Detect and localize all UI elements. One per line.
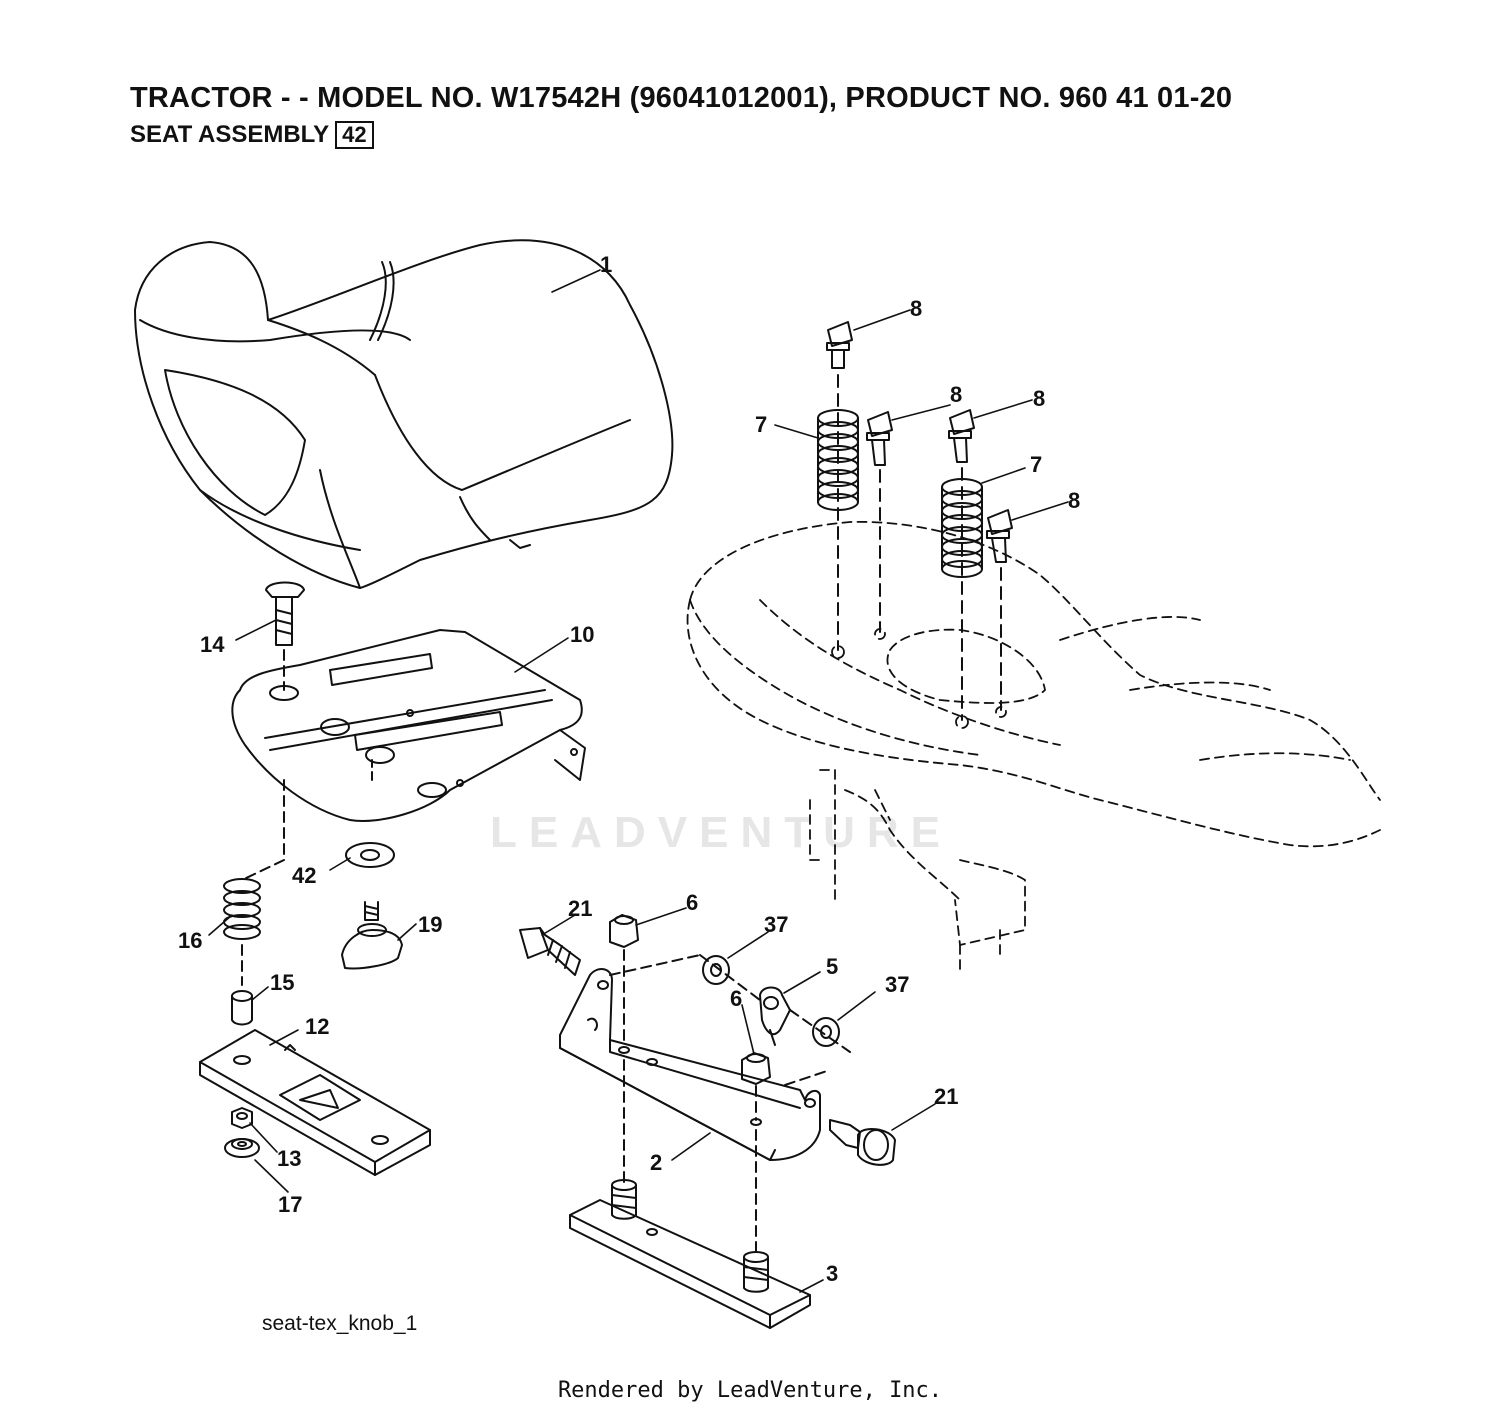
watermark: LEADVENTURE	[490, 808, 953, 857]
spring-16-part[interactable]	[223, 878, 261, 986]
spring-7b-part[interactable]	[941, 478, 983, 578]
clip-5-part[interactable]	[759, 986, 791, 1046]
callout-42: 42	[292, 863, 316, 888]
nut-13-part[interactable]	[231, 1107, 253, 1129]
fender-outline	[686, 520, 1381, 976]
callout-5: 5	[826, 954, 838, 979]
callout-12: 12	[305, 1014, 329, 1039]
callout-3: 3	[826, 1261, 838, 1286]
callout-21b: 21	[934, 1084, 958, 1109]
callout-14: 14	[200, 632, 225, 657]
bolt-8b-part[interactable]	[866, 411, 893, 633]
drawing-id: seat-tex_knob_1	[262, 1312, 418, 1335]
bolt-8d-part[interactable]	[986, 509, 1013, 711]
bracket-2-part[interactable]	[559, 968, 831, 1256]
callout-7a: 7	[755, 412, 767, 437]
bolt-8a-part[interactable]	[826, 321, 853, 651]
leader-lines	[208, 269, 1069, 1293]
nut-6b-part[interactable]	[741, 1052, 771, 1121]
nut-37b-part[interactable]	[699, 954, 851, 1053]
callout-8b: 8	[950, 382, 962, 407]
spring-7a-part[interactable]	[817, 409, 859, 511]
bolt-21b-part[interactable]	[829, 1119, 896, 1166]
callout-8a: 8	[910, 296, 922, 321]
bolt-8c-part[interactable]	[948, 409, 975, 721]
slide-plate-12-part[interactable]	[199, 1029, 431, 1176]
section-ref-badge: 42	[335, 121, 374, 149]
callout-17: 17	[278, 1192, 302, 1217]
callout-19: 19	[418, 912, 442, 937]
title-block: TRACTOR - - MODEL NO. W17542H (960410120…	[130, 82, 1232, 149]
seat-part[interactable]	[134, 239, 674, 589]
bolt-21a-part[interactable]	[519, 927, 581, 976]
stud-plate-3-part[interactable]	[569, 1179, 811, 1329]
flange-nut-17-part[interactable]	[224, 1138, 260, 1158]
spacer-15-part[interactable]	[231, 990, 253, 1026]
page-title: TRACTOR - - MODEL NO. W17542H (960410120…	[130, 82, 1233, 114]
nut-37a-part[interactable]	[609, 954, 730, 985]
assembly-name: SEAT ASSEMBLY	[130, 121, 330, 148]
callout-7b: 7	[1030, 452, 1042, 477]
footer-credit: Rendered by LeadVenture, Inc.	[557, 1378, 943, 1403]
callout-8d: 8	[1068, 488, 1080, 513]
callout-21a: 21	[568, 896, 592, 921]
washer-42-part[interactable]	[345, 842, 395, 868]
callout-labels: 1 8 8 8 8 7 7 14 10 42 16 19 15 12 13 17…	[178, 252, 1080, 1286]
knob-19-part[interactable]	[341, 901, 403, 970]
callout-6b: 6	[730, 986, 742, 1011]
callout-37a: 37	[764, 912, 788, 937]
seat-pan-10-part[interactable]	[231, 629, 586, 881]
callout-1: 1	[600, 252, 612, 277]
callout-16: 16	[178, 928, 202, 953]
callout-37b: 37	[885, 972, 909, 997]
callout-2: 2	[650, 1150, 662, 1175]
callout-15: 15	[270, 970, 294, 995]
callout-10: 10	[570, 622, 594, 647]
callout-6a: 6	[686, 890, 698, 915]
callout-8c: 8	[1033, 386, 1045, 411]
carriage-bolt-14-part[interactable]	[265, 581, 305, 691]
callout-13: 13	[277, 1146, 301, 1171]
nut-6a-part[interactable]	[609, 914, 639, 1046]
